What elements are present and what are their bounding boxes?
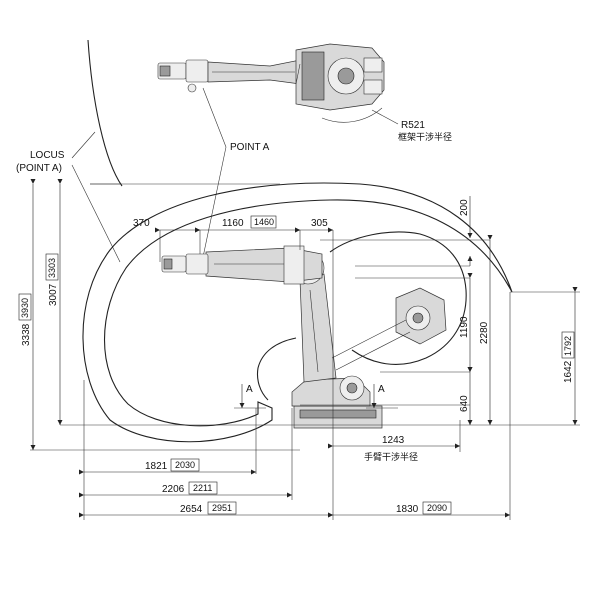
robot-top-view [157,43,385,123]
dim-1243: 1243 [382,435,405,446]
section-a-right: A [378,384,385,395]
locus-back-arc [256,337,297,401]
dim-1160-box [250,215,277,229]
dim-1821-box-value: 2030 [175,460,195,470]
locus-sub-label: (POINT A) [16,163,62,174]
dim-2654: 2654 [180,504,203,515]
dim-1821: 1821 [145,461,168,472]
dim-1821-box [170,458,200,472]
arm-radius-label: 手臂干涉半径 [364,451,418,462]
dim-1160: 1160 [222,218,244,229]
locus-label: LOCUS [30,150,65,161]
dim-305: 305 [311,218,328,229]
robot-side-view [161,245,447,429]
locus-side-view [82,182,513,443]
dim-200: 200 [459,199,470,216]
dim-1642: 1642 [563,360,574,383]
dim-1830-box [422,501,452,515]
dim-3007-box [45,253,59,281]
dim-640: 640 [459,395,470,412]
point-a-label: POINT A [230,142,270,153]
frame-radius-label: 框架干涉半径 [398,131,452,142]
dim-1642-box [561,331,575,359]
section-a-left: A [246,384,253,395]
dim-3007-box-value: 3303 [47,258,57,278]
dim-2654-box [207,501,237,515]
dim-2206-box [188,481,218,495]
dim-3338-box [18,293,32,321]
dim-2654-box-value: 2951 [212,503,232,513]
dim-2206: 2206 [162,484,185,495]
dim-1642-box-value: 1792 [563,336,573,356]
dim-1160-box-value: 1460 [254,217,274,227]
dim-1830: 1830 [396,504,419,515]
locus-inner-arc [329,231,467,365]
dim-3338: 3338 [21,323,32,346]
robot-folded-wrist [331,287,447,371]
dim-3007: 3007 [48,283,59,306]
dim-370: 370 [133,218,150,229]
locus-top-view-arc [87,39,123,187]
r521-label: R521 [401,120,425,131]
dim-1830-box-value: 2090 [427,503,447,513]
dim-2280: 2280 [479,321,490,344]
dim-1190: 1190 [459,316,470,338]
dim-3338-box-value: 3930 [20,298,30,318]
dim-2206-box-value: 2211 [193,483,212,493]
